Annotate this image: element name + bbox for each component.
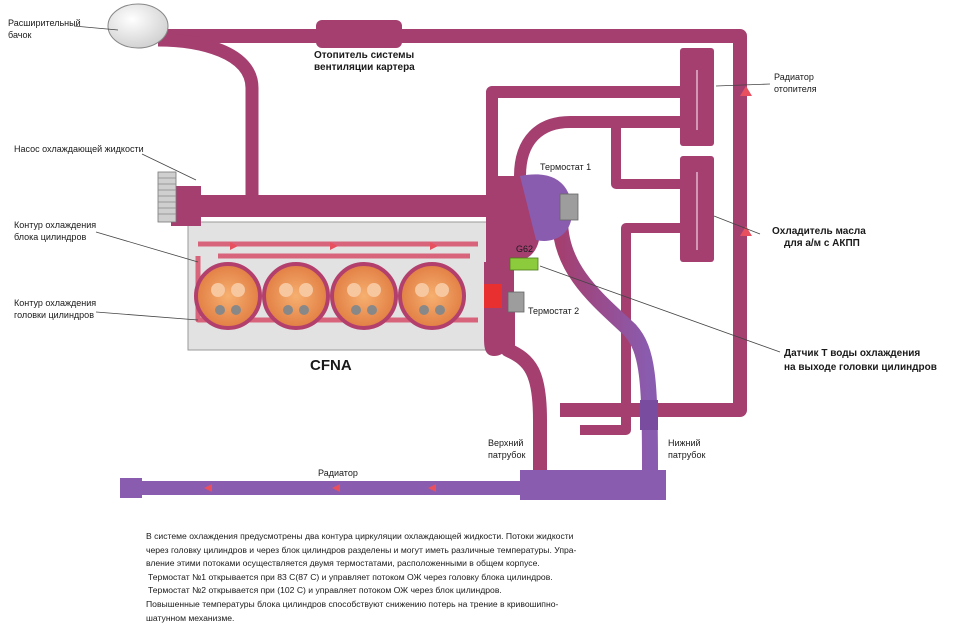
label-block-circuit-2: блока цилиндров: [14, 232, 86, 242]
description-line-7: шатунном механизме.: [146, 612, 235, 623]
description-text: В системе охлаждения предусмотрены два к…: [146, 530, 626, 625]
label-heater-radiator-1: Радиатор: [774, 72, 814, 82]
crankcase-heater: [316, 20, 402, 48]
expansion-tank: [107, 3, 169, 49]
label-radiator: Радиатор: [318, 468, 358, 478]
engine-name: CFNA: [310, 357, 352, 374]
leader-lines: [73, 25, 781, 353]
thermostat-2-spring: [507, 291, 525, 313]
thermostat-1-body: [520, 174, 572, 241]
heater-return-pipe: [514, 116, 690, 177]
label-sensor-g62: G62: [516, 244, 533, 254]
label-thermostat-2: Термостат 2: [528, 306, 579, 316]
oil-cooler-pipe-1: [611, 122, 688, 189]
label-temp-sensor-2: на выходе головки цилиндров: [784, 362, 937, 373]
thermostat-1-spring: [559, 193, 579, 221]
cylinder-2: [262, 262, 330, 330]
description-line-3: вление этими потоками осуществляется дву…: [146, 558, 540, 569]
label-block-circuit-1: Контур охлаждения: [14, 220, 96, 230]
coolant-pump-pulley: [157, 171, 177, 223]
labels: Расширительный бачок Отопитель системы в…: [8, 18, 937, 478]
temp-sensor-g62: [509, 257, 539, 271]
valves: [211, 283, 449, 315]
description-line-5: Термостат №2 открывается при (102 С) и у…: [148, 585, 502, 596]
label-head-circuit-2: головки цилиндров: [14, 310, 94, 320]
flow-arrows: [204, 86, 752, 492]
label-crankcase-heater-1: Отопитель системы: [314, 50, 414, 61]
label-lower-hose-2: патрубок: [668, 450, 705, 460]
lower-hose-fitting: [640, 400, 658, 430]
cylinder-4: [398, 262, 466, 330]
cylinder-1: [194, 262, 262, 330]
cylinder-3: [330, 262, 398, 330]
label-temp-sensor-1: Датчик Т воды охлаждения: [784, 348, 920, 359]
description-line-2: через головку цилиндров и через блок цил…: [146, 544, 577, 555]
label-expansion-tank-2: бачок: [8, 30, 31, 40]
label-upper-hose-2: патрубок: [488, 450, 525, 460]
label-head-circuit-1: Контур охлаждения: [14, 298, 96, 308]
heater-supply-pipe: [486, 86, 690, 190]
radiator-left-tank: [120, 478, 142, 498]
upper-hose-pipe: [501, 300, 547, 470]
label-upper-hose-1: Верхний: [488, 438, 523, 448]
label-oil-cooler-2: для а/м с АКПП: [784, 238, 860, 249]
cylinders: [194, 262, 466, 330]
tank-to-pump-pipe: [157, 33, 259, 196]
label-expansion-tank-1: Расширительный: [8, 18, 81, 28]
label-crankcase-heater-2: вентиляции картера: [314, 62, 415, 73]
label-thermostat-1: Термостат 1: [540, 162, 591, 172]
label-heater-radiator-2: отопителя: [774, 84, 817, 94]
label-lower-hose-1: Нижний: [668, 438, 701, 448]
description-line-1: В системе охлаждения предусмотрены два к…: [146, 531, 574, 541]
description-line-6: Повышенные температуры блока цилиндров с…: [146, 598, 559, 609]
description-line-4: Термостат №1 открывается при 83 С(87 С) …: [148, 571, 553, 582]
thermostat-2-hot-element: [484, 284, 502, 308]
radiator-right-tank: [520, 470, 666, 500]
label-oil-cooler-1: Охладитель масла: [772, 226, 866, 237]
label-coolant-pump: Насос охлаждающей жидкости: [14, 144, 144, 154]
